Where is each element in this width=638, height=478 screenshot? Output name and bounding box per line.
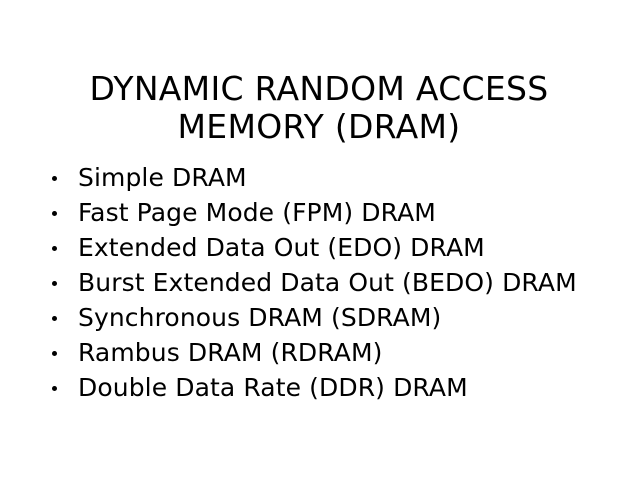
list-item: Burst Extended Data Out (BEDO) DRAM <box>46 265 606 300</box>
list-item: Double Data Rate (DDR) DRAM <box>46 370 606 405</box>
list-item: Fast Page Mode (FPM) DRAM <box>46 195 606 230</box>
list-item-label: Fast Page Mode (FPM) DRAM <box>78 198 436 227</box>
bullet-dot-icon <box>52 350 57 356</box>
page-title: DYNAMIC RANDOM ACCESS MEMORY (DRAM) <box>89 69 549 147</box>
list-item-label: Simple DRAM <box>78 163 247 192</box>
list-item-label: Extended Data Out (EDO) DRAM <box>78 233 485 262</box>
bullet-dot-icon <box>52 385 57 391</box>
list-item-label: Double Data Rate (DDR) DRAM <box>78 373 468 402</box>
list-item: Rambus DRAM (RDRAM) <box>46 335 606 370</box>
list-item-label: Burst Extended Data Out (BEDO) DRAM <box>78 268 577 297</box>
bullet-dot-icon <box>52 315 57 321</box>
bullet-dot-icon <box>52 175 57 181</box>
list-item-label: Rambus DRAM (RDRAM) <box>78 338 383 367</box>
list-item: Simple DRAM <box>46 160 606 195</box>
list-item-label: Synchronous DRAM (SDRAM) <box>78 303 442 332</box>
bullet-dot-icon <box>52 245 57 251</box>
bullet-dot-icon <box>52 210 57 216</box>
bullet-list: Simple DRAM Fast Page Mode (FPM) DRAM Ex… <box>46 160 606 405</box>
list-item: Synchronous DRAM (SDRAM) <box>46 300 606 335</box>
list-item: Extended Data Out (EDO) DRAM <box>46 230 606 265</box>
bullet-dot-icon <box>52 280 57 286</box>
